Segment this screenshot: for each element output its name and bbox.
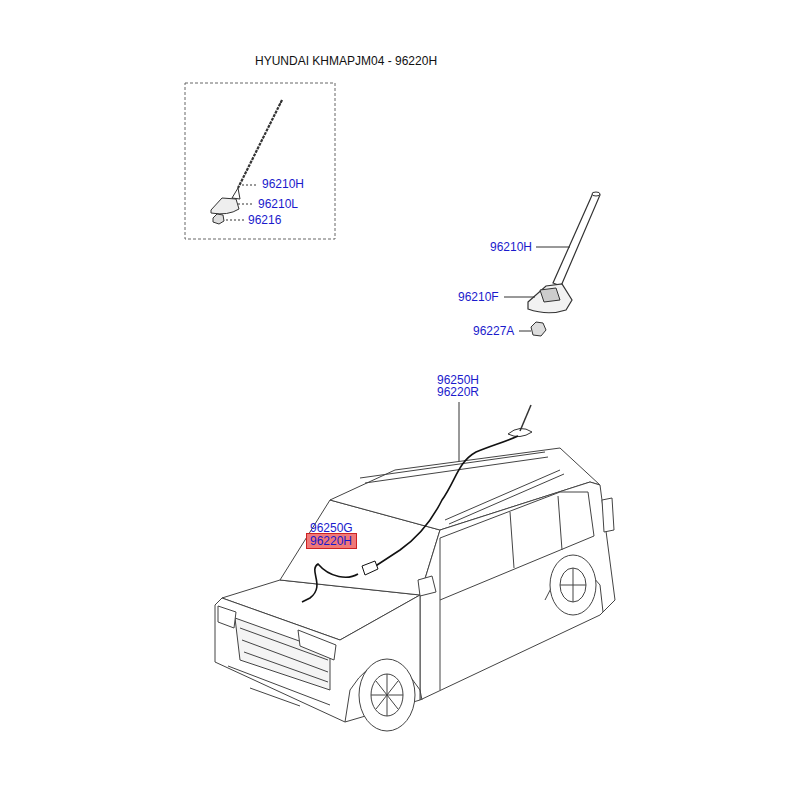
- antenna-rod: [553, 193, 600, 286]
- antenna-cable: [302, 564, 358, 602]
- callout-number: 96250H: [437, 373, 479, 387]
- diagram-title: HYUNDAI KHMAPJM04 - 96220H: [255, 54, 437, 68]
- antenna-nut: [531, 322, 546, 336]
- inset-frame: [185, 83, 335, 239]
- antenna-nut-small: [213, 214, 224, 224]
- callout-number: 96220R: [437, 385, 479, 399]
- callout-number: 96220H: [310, 535, 353, 548]
- antenna-base: [528, 284, 572, 313]
- callout-number: 96227A: [473, 324, 514, 338]
- callout-number: 96210F: [458, 290, 499, 304]
- callout-number: 96216: [248, 213, 281, 227]
- callout-number: 96210H: [262, 177, 304, 191]
- callout-number: 96210H: [490, 240, 532, 254]
- highlighted-part-box: 96220H: [306, 533, 357, 549]
- car-body: [215, 448, 615, 731]
- antenna-base-small: [211, 198, 239, 214]
- callout-number: 96210L: [258, 197, 298, 211]
- antenna-cable: [374, 436, 518, 567]
- roof-antenna: [508, 405, 532, 437]
- cable-connector: [362, 561, 378, 575]
